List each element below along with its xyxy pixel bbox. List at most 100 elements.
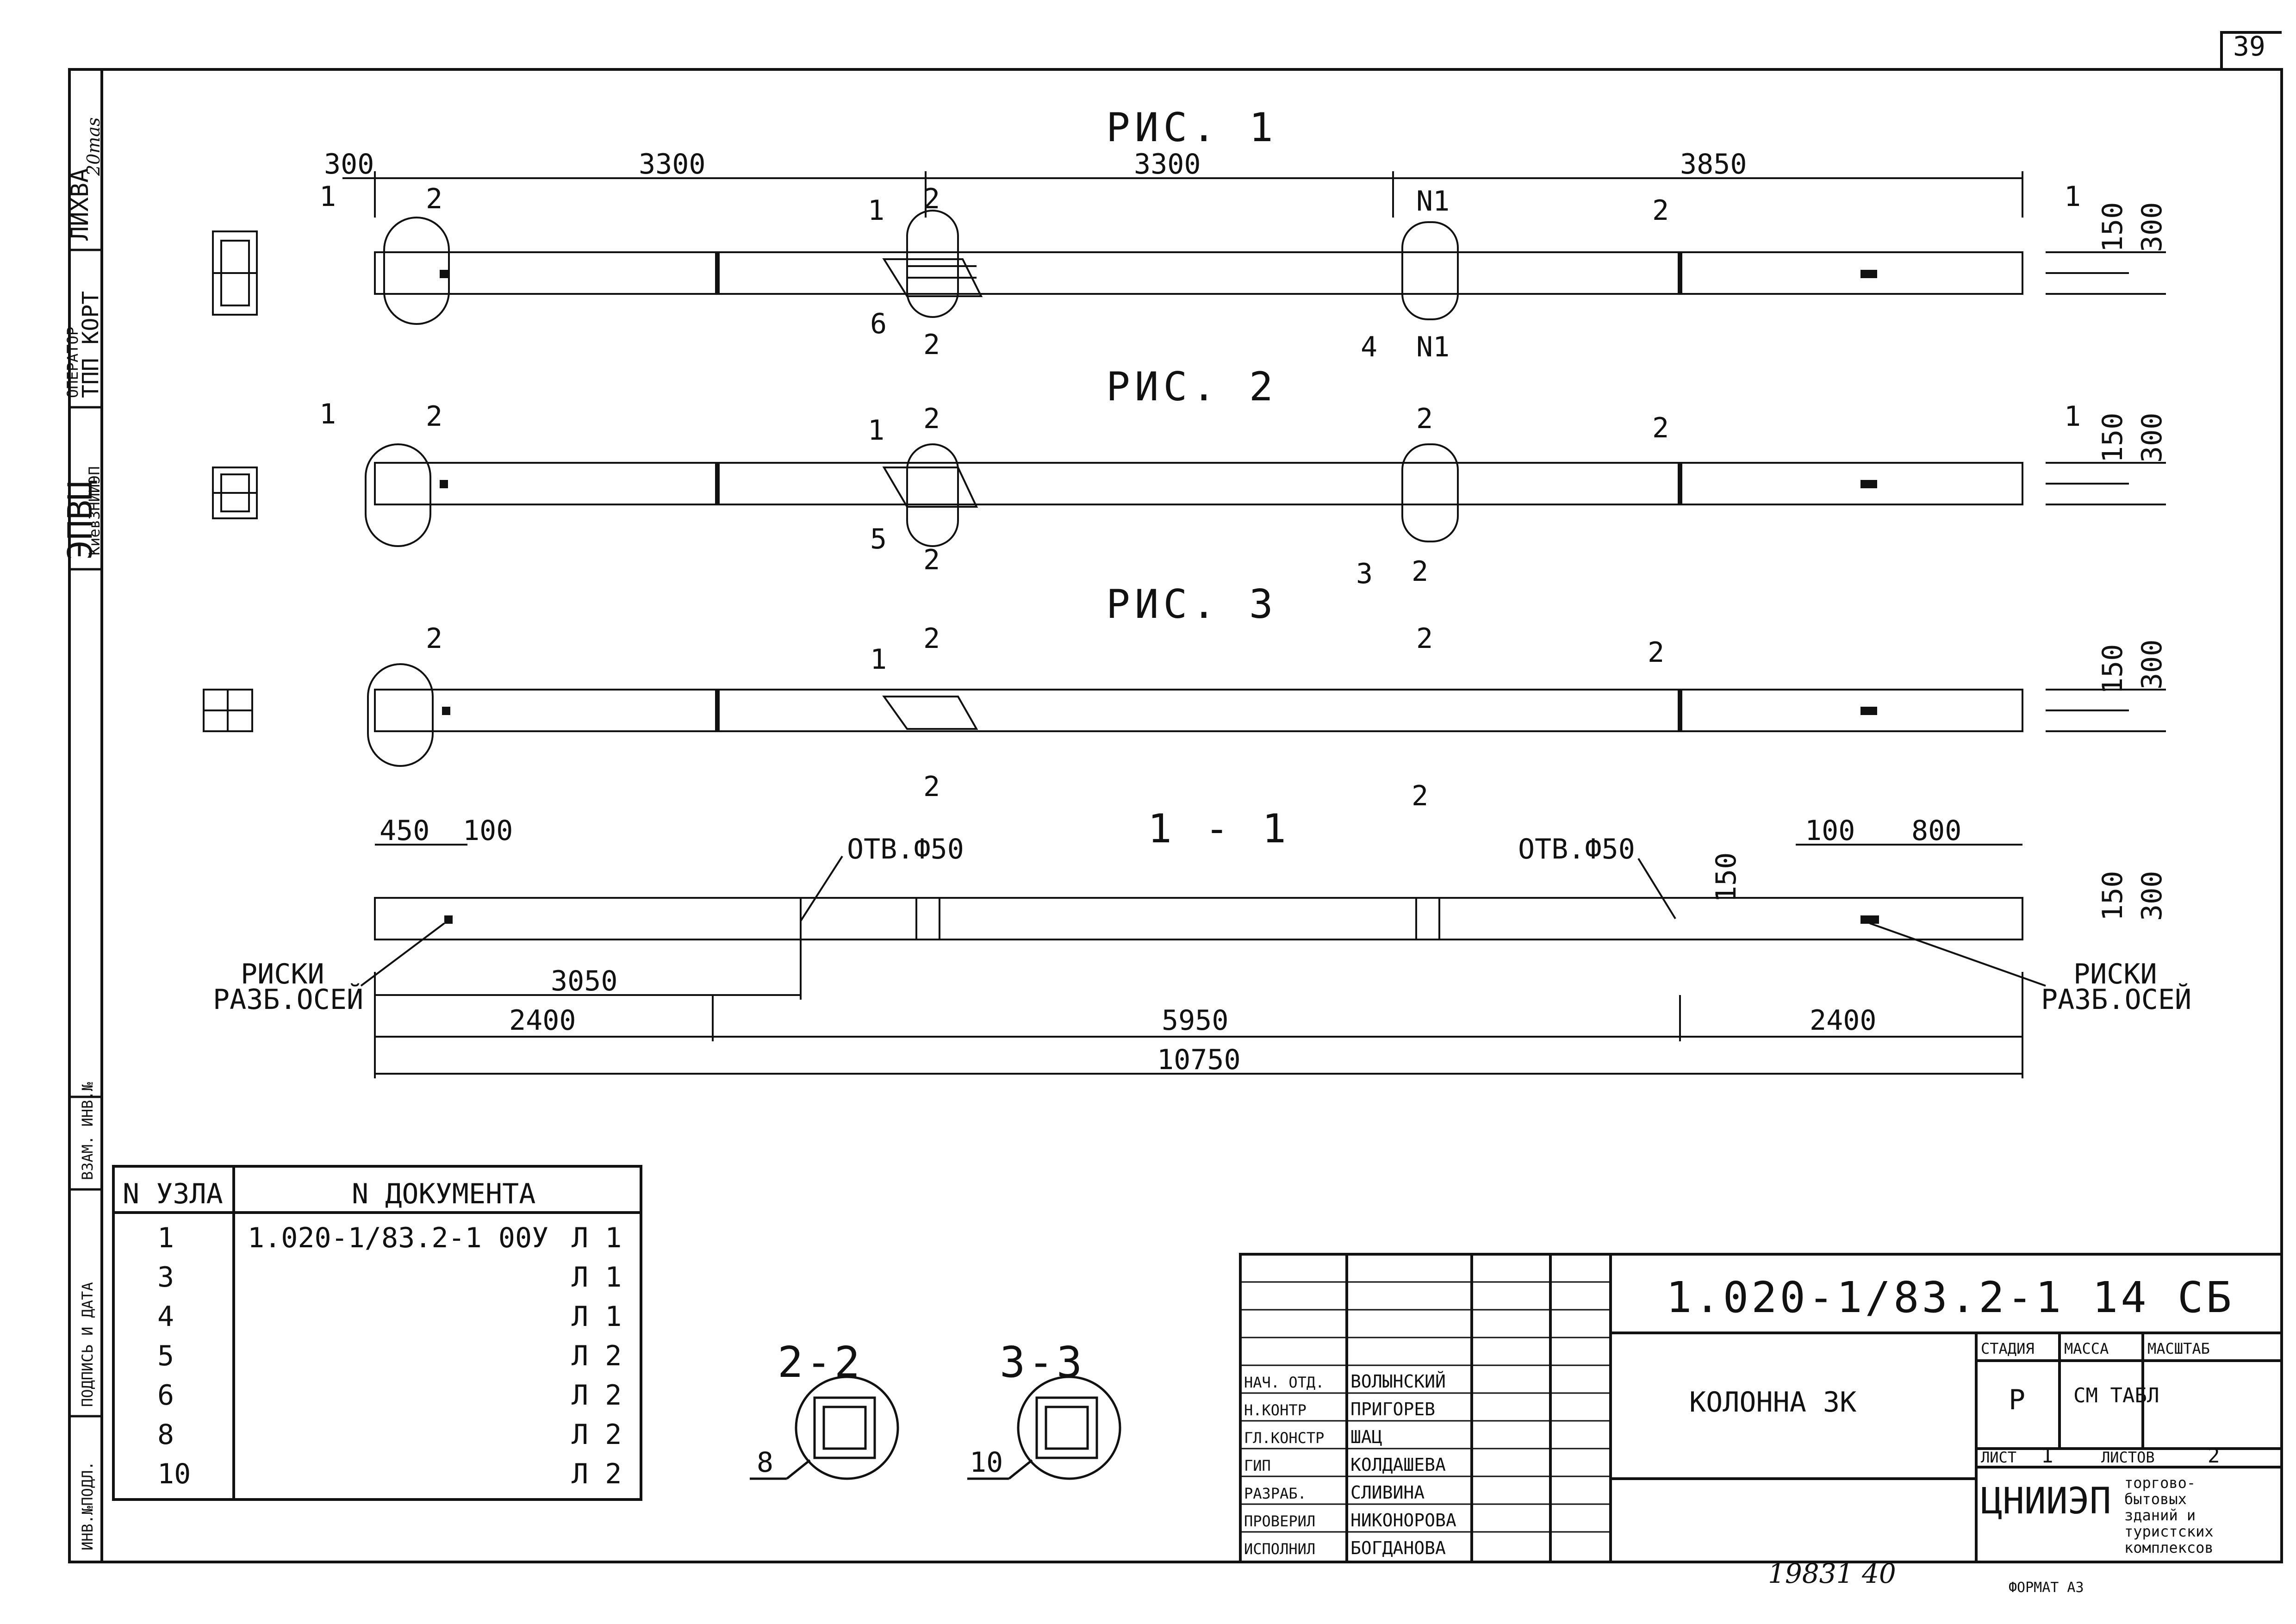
svg-text:бытовых: бытовых: [2124, 1490, 2187, 1508]
section-1-1-column: [374, 897, 2023, 940]
svg-text:150: 150: [1710, 852, 1742, 902]
figure-2: РИС. 2 1 2 2 1 5 2 2 3 2 2 1: [319, 364, 2166, 590]
fig2-label-5: 5: [870, 523, 887, 555]
hole-label-right: ОТВ.Ф50: [1518, 833, 1635, 865]
stamp-operator-value: ТПП КОРТ: [78, 291, 104, 398]
dim-3300-b: 3300: [1134, 148, 1201, 180]
fig1-label-n1-bottom: N1: [1416, 331, 1450, 363]
table-row-sheet-ref: Л 2: [572, 1458, 622, 1490]
sheet-number: 39: [2233, 31, 2265, 62]
fig1-label-2-mid: 2: [923, 183, 940, 215]
svg-text:комплексов: комплексов: [2124, 1539, 2214, 1556]
role-label: Н.КОНТР: [1244, 1401, 1307, 1419]
fig3-label-1-mid: 1: [870, 643, 887, 676]
fig1-label-2-bottom: 2: [923, 329, 940, 361]
role-name: КОЛДАШЕВА: [1350, 1455, 1446, 1475]
svg-text:туристских: туристских: [2124, 1523, 2214, 1540]
fig1-label-1-left: 1: [319, 180, 336, 213]
fig2-label-3: 3: [1356, 558, 1373, 590]
svg-text:зданий и: зданий и: [2124, 1506, 2196, 1524]
svg-text:150: 150: [2097, 202, 2129, 252]
table-row-node-number: 3: [157, 1261, 174, 1294]
right-dims: 150 300 150 300 150 300 150 300: [2097, 202, 2168, 921]
svg-text:300: 300: [2136, 640, 2168, 690]
svg-text:150: 150: [2097, 413, 2129, 463]
role-name: НИКОНОРОВА: [1350, 1510, 1456, 1531]
fig2-label-1-mid: 1: [868, 414, 884, 447]
riski-left-1: РИСКИ: [241, 958, 324, 990]
svg-text:N УЗЛА: N УЗЛА: [123, 1178, 223, 1210]
fig3-label-2-bottom: 2: [923, 771, 940, 803]
cross-section-icons: [203, 230, 258, 732]
fig2-label-2-bottom: 2: [923, 544, 940, 576]
riski-right-2: РАЗБ.ОСЕЙ: [2041, 983, 2191, 1016]
svg-text:8: 8: [757, 1446, 773, 1479]
svg-text:3-3: 3-3: [1000, 1338, 1085, 1387]
section-2-2: 2-2 8: [750, 1338, 899, 1480]
figure-3: РИС. 3 2 2 1 2 2 2 2: [367, 581, 2166, 812]
role-label: ГЛ.КОНСТР: [1244, 1429, 1324, 1447]
svg-text:2400: 2400: [509, 1004, 576, 1037]
fig2-label-2-top: 2: [426, 400, 442, 433]
svg-text:Р: Р: [2009, 1384, 2025, 1416]
fig1-label-6: 6: [870, 308, 887, 340]
svg-text:5950: 5950: [1162, 1004, 1229, 1037]
table-row-sheet-ref: Л 2: [572, 1419, 622, 1451]
svg-text:10750: 10750: [1157, 1044, 1241, 1076]
fig1-label-2-right: 2: [1652, 194, 1669, 227]
table-row-sheet-ref: Л 2: [572, 1379, 622, 1412]
stamp-org: ЭПВЦ: [61, 480, 100, 560]
product-name: КОЛОННА 3К: [1689, 1386, 1856, 1419]
table-row-node-number: 1: [157, 1222, 174, 1254]
fig1-label-4: 4: [1361, 331, 1377, 363]
svg-text:450: 450: [380, 815, 429, 847]
table-row-sheet-ref: Л 2: [572, 1340, 622, 1372]
svg-text:ЛИСТОВ: ЛИСТОВ: [2101, 1449, 2155, 1466]
footer-number: 19831 40: [1768, 1558, 1896, 1589]
table-row-document-ref: 1.020-1/83.2-1 00У: [248, 1222, 548, 1254]
svg-text:300: 300: [2136, 202, 2168, 252]
role-label: ИСПОЛНИЛ: [1244, 1540, 1315, 1558]
svg-text:ЛИСТ: ЛИСТ: [1981, 1449, 2016, 1466]
hole-label-left: ОТВ.Ф50: [847, 833, 964, 865]
svg-text:2-2: 2-2: [778, 1338, 863, 1387]
sheet-frame: [68, 31, 2283, 1563]
figure-3-title: РИС. 3: [1106, 581, 1278, 628]
column-signature-date: ПОДПИСЬ И ДАТА: [79, 1282, 96, 1407]
section-1-1-dimlines: [360, 844, 2046, 1078]
riski-left-2: РАЗБ.ОСЕЙ: [213, 983, 363, 1016]
fig1-label-1-mid: 1: [868, 194, 884, 227]
section-3-3: 3-3 10: [967, 1338, 1121, 1480]
figure-2-column: [365, 443, 2166, 547]
title-org: ЦНИИЭП: [1981, 1481, 2111, 1522]
role-name: ВОЛЫНСКИЙ: [1350, 1371, 1446, 1392]
fig2-label-1-right: 1: [2064, 400, 2081, 433]
svg-text:100: 100: [1805, 815, 1855, 847]
svg-text:СТАДИЯ: СТАДИЯ: [1981, 1340, 2035, 1357]
fig3-label-2-mid: 2: [923, 622, 940, 655]
table-row-sheet-ref: Л 1: [572, 1261, 622, 1294]
svg-text:300: 300: [2136, 871, 2168, 921]
svg-text:10: 10: [970, 1446, 1003, 1479]
fig2-label-2-mid: 2: [923, 403, 940, 435]
role-name: ПРИГОРЕВ: [1350, 1399, 1435, 1419]
fig2-label-1-left: 1: [319, 398, 336, 430]
table-row-sheet-ref: Л 1: [572, 1300, 622, 1333]
fig1-label-n1-top: N1: [1416, 185, 1450, 218]
table-row-node-number: 10: [157, 1458, 191, 1490]
fig1-label-2-top: 2: [426, 183, 442, 215]
fig2-label-2-right: 2: [1652, 412, 1669, 444]
svg-text:2: 2: [2208, 1444, 2220, 1468]
svg-text:МАСШТАБ: МАСШТАБ: [2147, 1340, 2210, 1357]
riski-right-1: РИСКИ: [2073, 958, 2157, 990]
role-name: ШАЦ: [1350, 1427, 1382, 1447]
table-row-node-number: 4: [157, 1300, 174, 1333]
figure-1: РИС. 1 300 3300 3300 3850 1 2: [319, 105, 2166, 363]
stamp-operator-label: ОПЕРАТОР: [64, 327, 81, 398]
table-row-sheet-ref: Л 1: [572, 1222, 622, 1254]
role-label: ГИП: [1244, 1457, 1271, 1475]
left-stamp: ЭПВЦ КиевЗНИИЭП ОПЕРАТОР ТПП КОРТ ЛИХВА …: [61, 117, 104, 1550]
figure-1-top-dimension: [342, 171, 2023, 218]
